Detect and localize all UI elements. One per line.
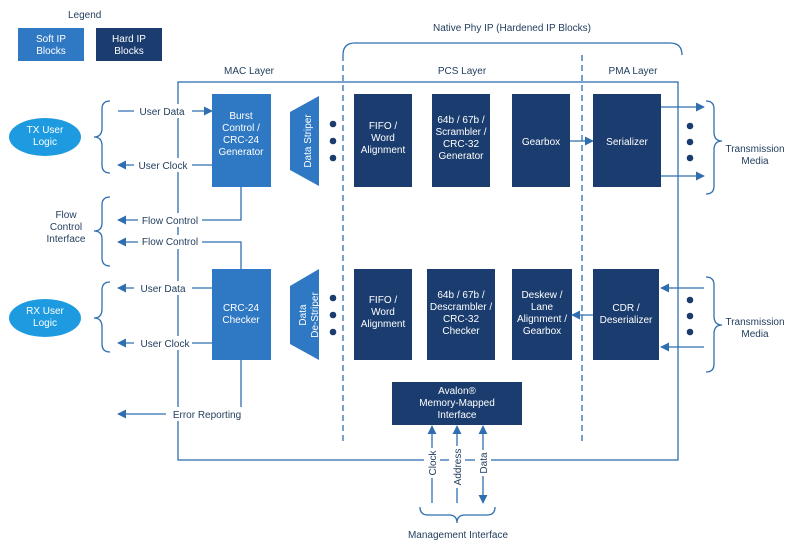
rx-user-clock-label: User Clock [141, 339, 191, 350]
mgmt-brace [419, 506, 496, 524]
tx-user-clock-label: User Clock [139, 161, 189, 172]
tx-fifo-block [354, 94, 412, 187]
gearbox-label: Gearbox [522, 137, 560, 148]
tx-media-dots [686, 122, 694, 162]
rx-lane-dots [329, 294, 337, 336]
tx-lane-dots [329, 120, 337, 162]
native-phy-title: Native Phy IP (Hardened IP Blocks) [433, 23, 591, 34]
scrambler-block [432, 94, 490, 187]
error-reporting-arrow [117, 360, 242, 419]
cdr-block [593, 269, 659, 360]
deskew-block [512, 269, 572, 360]
data-destriper-block [290, 269, 319, 360]
rx-fifo-block [354, 269, 412, 360]
flow-brace [93, 196, 111, 267]
error-reporting-label: Error Reporting [173, 410, 241, 421]
serializer-label: Serializer [606, 137, 648, 148]
legend-title: Legend [68, 10, 101, 21]
data-striper-block [290, 96, 319, 186]
rx-media-dots [686, 296, 694, 336]
serializer-block [593, 94, 661, 187]
rx-media-brace [705, 276, 723, 373]
burst-control-block [212, 94, 271, 187]
rx-user-data-label: User Data [140, 284, 185, 295]
data-striper-label: Data Striper [303, 114, 314, 168]
mgmt-data-label: Data [479, 452, 490, 474]
pma-layer-label: PMA Layer [609, 66, 659, 77]
descrambler-block [427, 269, 495, 360]
management-interface-label: Management Interface [408, 530, 508, 541]
data-destriper-label: DataDe-Striper [298, 292, 321, 338]
mgmt-address-label: Address [453, 449, 464, 486]
rx-brace [93, 281, 111, 353]
rx-user-logic [9, 299, 81, 337]
mac-layer-label: MAC Layer [224, 66, 275, 77]
gearbox-block [512, 94, 570, 187]
tx-user-logic [9, 118, 81, 156]
legend-soft-swatch [18, 28, 84, 61]
avalon-block [392, 382, 522, 425]
pcs-layer-label: PCS Layer [438, 66, 487, 77]
cdr-label: CDR /Deserializer [600, 303, 653, 326]
tx-brace [93, 100, 111, 174]
crc24-checker-block [212, 269, 271, 360]
native-phy-bracket [342, 42, 683, 56]
tx-user-data-label: User Data [139, 107, 184, 118]
mgmt-clock-label: Clock [428, 450, 439, 476]
flow-control-out-label: Flow Control [142, 216, 198, 227]
tx-media-brace [705, 100, 723, 195]
flow-control-in-label: Flow Control [142, 237, 198, 248]
legend-hard-swatch [96, 28, 162, 61]
